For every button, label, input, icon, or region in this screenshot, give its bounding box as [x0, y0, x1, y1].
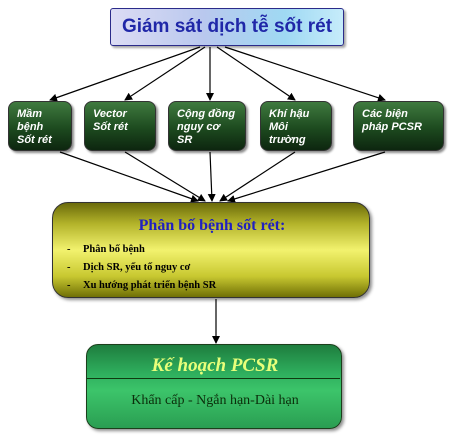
node-control-measures: Các biện pháp PCSR	[353, 101, 444, 151]
node-label-line: pháp PCSR	[362, 121, 422, 133]
arrow-climate-to-distribution	[219, 151, 296, 202]
node-label-line: Các biện	[362, 108, 408, 120]
distribution-title: Phân bố bệnh sốt rét:	[138, 217, 286, 234]
list-item-text: Xu hướng phát triển bệnh SR	[83, 280, 217, 291]
node-label-line: bệnh	[17, 121, 44, 133]
arrow-top-to-vector	[124, 46, 206, 101]
node-label-line: Vector	[93, 108, 127, 120]
plan-divider	[87, 378, 340, 379]
arrow-measures-to-distribution	[227, 151, 386, 203]
arrow-top-to-measures	[224, 46, 386, 102]
plan-title: Kế hoạch PCSR	[151, 355, 279, 376]
node-climate-environment: Khí hậu Môi trường	[260, 101, 332, 151]
bullet-dash: -	[67, 280, 71, 291]
node-control-plan: Kế hoạch PCSR Khẩn cấp - Ngắn hạn-Dài hạ…	[86, 344, 342, 429]
node-malaria-pathogen: Mầm bệnh Sốt rét	[8, 101, 72, 151]
node-at-risk-community: Cộng đồng nguy cơ SR	[168, 101, 246, 151]
list-item-text: Dịch SR, yếu tố nguy cơ	[83, 262, 191, 273]
arrow-malaria-to-distribution	[59, 151, 199, 203]
node-label-line: Sốt rét	[93, 121, 128, 133]
list-item: - Xu hướng phát triển bệnh SR	[67, 277, 216, 295]
list-item-text: Phân bố bệnh	[83, 244, 145, 255]
node-malaria-distribution: Phân bố bệnh sốt rét: - Phân bố bệnh - Dịc…	[52, 202, 370, 298]
arrow-vector-to-distribution	[124, 151, 206, 202]
node-label-line: Môi trường	[269, 121, 306, 146]
arrow-top-to-malaria	[49, 46, 201, 102]
node-label-line: Mầm	[17, 108, 43, 120]
node-epidemiological-surveillance: Giám sát dịch tễ sốt rét	[110, 8, 344, 46]
node-label-line: Cộng đồng	[177, 108, 236, 120]
plan-subtitle: Khẩn cấp - Ngắn hạn-Dài hạn	[131, 393, 299, 408]
arrow-community-to-distribution	[207, 151, 216, 202]
node-label-line: Khí hậu	[269, 108, 310, 120]
list-item: - Phân bố bệnh	[67, 241, 216, 259]
bullet-dash: -	[67, 262, 71, 273]
bullet-dash: -	[67, 244, 71, 255]
node-malaria-vector: Vector Sốt rét	[84, 101, 156, 151]
node-label-line: nguy cơ SR	[177, 121, 220, 146]
distribution-list: - Phân bố bệnh - Dịch SR, yếu tố nguy cơ -…	[67, 241, 216, 295]
node-label-line: Sốt rét	[17, 134, 52, 146]
arrow-top-to-climate	[216, 46, 296, 101]
list-item: - Dịch SR, yếu tố nguy cơ	[67, 259, 216, 277]
